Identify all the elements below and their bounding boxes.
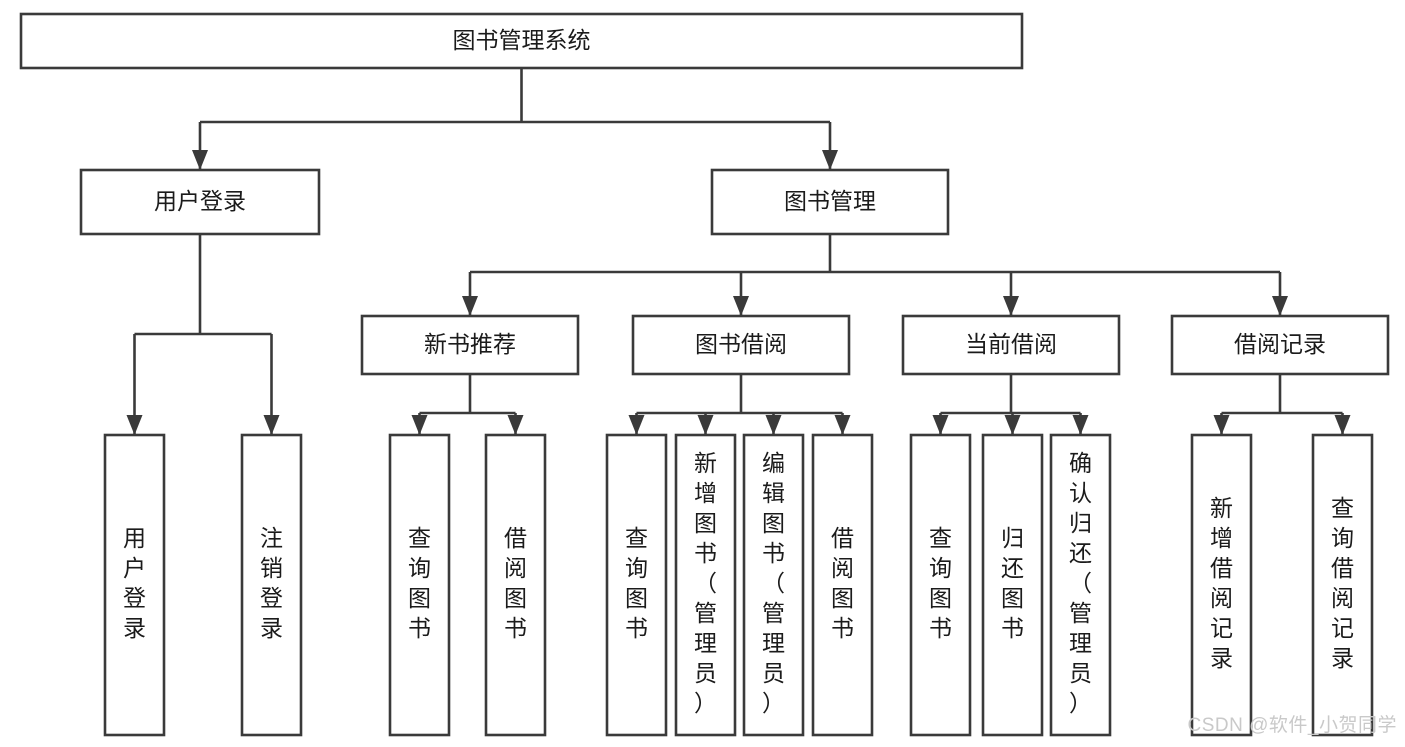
node-label-leaf-rec-add: 新增借阅记录 [1210, 495, 1233, 671]
node-leaf-rec-query[interactable]: 查询图书 [388, 433, 451, 737]
node-leaf-rec-add[interactable]: 新增借阅记录 [1190, 433, 1253, 737]
node-label-leaf-user-logout: 注销登录 [260, 525, 283, 641]
node-label-leaf-cur-confirm: 确认归还（管理员） [1069, 450, 1092, 716]
arrow-head-icon-current-borrow-2 [1072, 415, 1089, 435]
node-layer: 图书管理系统用户登录图书管理新书推荐图书借阅当前借阅借阅记录用户登录注销登录查询… [19, 12, 1390, 737]
node-book-borrow[interactable]: 图书借阅 [631, 314, 851, 376]
arrow-head-icon-new-book-rec-1 [507, 415, 524, 435]
node-current-borrow[interactable]: 当前借阅 [901, 314, 1121, 376]
node-box-leaf-user-login [103, 433, 166, 737]
arrow-head-icon-book-manage-0 [462, 296, 478, 316]
node-leaf-user-login[interactable]: 用户登录 [103, 433, 166, 737]
node-leaf-cur-return[interactable]: 归还图书 [981, 433, 1044, 737]
connector-layer [126, 68, 1351, 435]
node-box-leaf-user-logout [240, 433, 303, 737]
arrow-head-icon-borrow-record-1 [1334, 415, 1351, 435]
arrow-head-icon-book-borrow-1 [697, 415, 714, 435]
node-label-book-borrow: 图书借阅 [695, 331, 787, 357]
node-user-login[interactable]: 用户登录 [79, 168, 321, 236]
node-leaf-rec-query2[interactable]: 查询借阅记录 [1311, 433, 1374, 737]
node-box-leaf-cur-confirm [1049, 433, 1112, 737]
node-box-leaf-rec-borrow [484, 433, 547, 737]
node-leaf-rec-borrow[interactable]: 借阅图书 [484, 433, 547, 737]
node-box-leaf-borrow-add [674, 433, 737, 737]
node-label-user-login: 用户登录 [154, 188, 246, 214]
node-box-current-borrow [901, 314, 1121, 376]
arrow-head-icon-new-book-rec-0 [411, 415, 428, 435]
arrow-head-icon-book-borrow-0 [628, 415, 645, 435]
node-label-leaf-borrow-add: 新增图书（管理员） [694, 450, 717, 716]
arrow-head-icon-current-borrow-1 [1004, 415, 1021, 435]
arrow-head-icon-user-login-1 [263, 415, 280, 435]
node-label-leaf-borrow-lend: 借阅图书 [831, 525, 854, 641]
arrow-head-icon-book-manage-2 [1003, 296, 1019, 316]
node-leaf-borrow-lend[interactable]: 借阅图书 [811, 433, 874, 737]
node-book-manage[interactable]: 图书管理 [710, 168, 950, 236]
node-box-leaf-rec-add [1190, 433, 1253, 737]
node-box-leaf-cur-query [909, 433, 972, 737]
node-label-current-borrow: 当前借阅 [965, 331, 1057, 357]
node-leaf-borrow-edit[interactable]: 编辑图书（管理员） [742, 433, 805, 737]
arrow-head-icon-book-borrow-2 [765, 415, 782, 435]
csdn-watermark: CSDN @软件_小贺同学 [1187, 715, 1397, 736]
node-box-leaf-borrow-edit [742, 433, 805, 737]
node-label-leaf-rec-borrow: 借阅图书 [504, 525, 527, 641]
node-leaf-borrow-query[interactable]: 查询图书 [605, 433, 668, 737]
node-box-leaf-rec-query2 [1311, 433, 1374, 737]
arrow-head-icon-root-0 [192, 150, 208, 170]
node-label-borrow-record: 借阅记录 [1234, 331, 1326, 357]
node-label-leaf-borrow-query: 查询图书 [625, 525, 648, 641]
node-new-book-rec[interactable]: 新书推荐 [360, 314, 580, 376]
arrow-head-icon-book-manage-1 [733, 296, 749, 316]
node-leaf-cur-query[interactable]: 查询图书 [909, 433, 972, 737]
node-label-leaf-rec-query: 查询图书 [408, 525, 431, 641]
node-leaf-borrow-add[interactable]: 新增图书（管理员） [674, 433, 737, 737]
node-box-user-login [79, 168, 321, 236]
node-box-leaf-borrow-lend [811, 433, 874, 737]
node-label-leaf-borrow-edit: 编辑图书（管理员） [762, 450, 785, 716]
node-label-leaf-cur-query: 查询图书 [929, 525, 952, 641]
node-label-root: 图书管理系统 [453, 27, 591, 53]
node-box-leaf-borrow-query [605, 433, 668, 737]
node-leaf-cur-confirm[interactable]: 确认归还（管理员） [1049, 433, 1112, 737]
arrow-head-icon-current-borrow-0 [932, 415, 949, 435]
node-box-borrow-record [1170, 314, 1390, 376]
node-label-new-book-rec: 新书推荐 [424, 331, 516, 357]
node-box-book-borrow [631, 314, 851, 376]
arrow-head-icon-book-borrow-3 [834, 415, 851, 435]
node-box-leaf-cur-return [981, 433, 1044, 737]
node-label-leaf-user-login: 用户登录 [123, 525, 146, 641]
node-box-new-book-rec [360, 314, 580, 376]
node-leaf-user-logout[interactable]: 注销登录 [240, 433, 303, 737]
node-borrow-record[interactable]: 借阅记录 [1170, 314, 1390, 376]
node-label-leaf-rec-query2: 查询借阅记录 [1331, 495, 1354, 671]
node-box-root [19, 12, 1024, 70]
arrow-head-icon-borrow-record-0 [1213, 415, 1230, 435]
node-label-book-manage: 图书管理 [784, 188, 876, 214]
arrow-head-icon-root-1 [822, 150, 838, 170]
arrow-head-icon-book-manage-3 [1272, 296, 1288, 316]
node-box-book-manage [710, 168, 950, 236]
node-box-leaf-rec-query [388, 433, 451, 737]
arrow-head-icon-user-login-0 [126, 415, 143, 435]
node-label-leaf-cur-return: 归还图书 [1001, 525, 1024, 641]
node-root[interactable]: 图书管理系统 [19, 12, 1024, 70]
